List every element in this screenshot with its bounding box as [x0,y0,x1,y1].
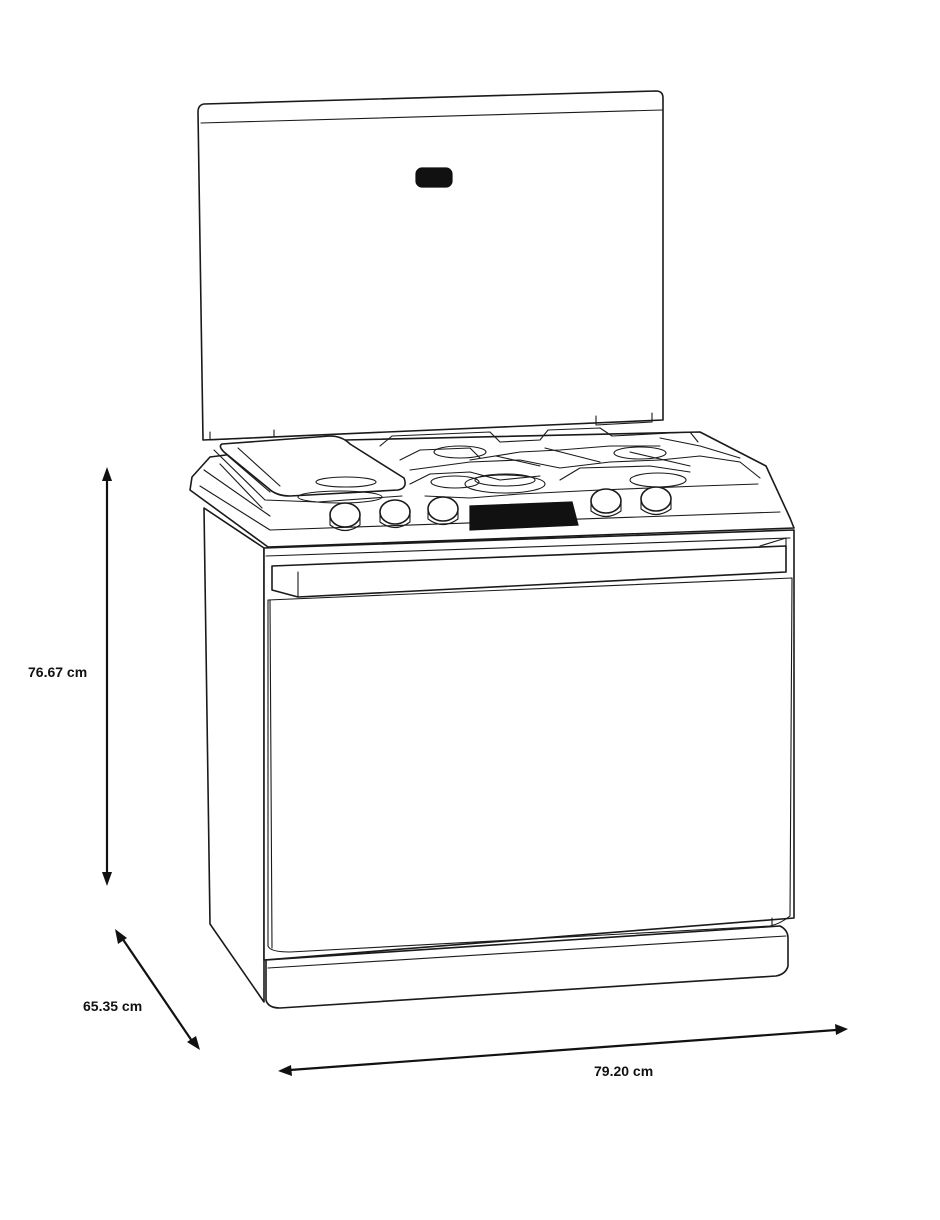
burner-right-back [613,446,667,460]
oven-body [203,507,795,1009]
oven-handle [271,545,787,598]
burner-grates [379,427,761,499]
control-panel [329,486,672,532]
stove-lid [197,90,664,441]
depth-label: 65.35 cm [83,998,143,1014]
knob-4 [590,488,622,518]
knob-2 [379,499,411,529]
burner-center [464,474,546,494]
front-panel [263,529,795,961]
bottom-drawer [265,925,789,1009]
burner-left-back [433,445,487,459]
display-panel [469,501,579,531]
height-arrow [102,467,112,886]
lid-handle [415,167,453,188]
height-label: 76.67 cm [28,664,88,680]
width-arrow [278,1024,848,1076]
depth-arrow [115,929,200,1050]
knob-5 [640,486,672,516]
griddle [213,435,406,509]
side-panel [203,507,265,1003]
width-label: 79.20 cm [594,1063,654,1079]
knob-1 [329,502,361,532]
knob-3 [427,496,459,526]
